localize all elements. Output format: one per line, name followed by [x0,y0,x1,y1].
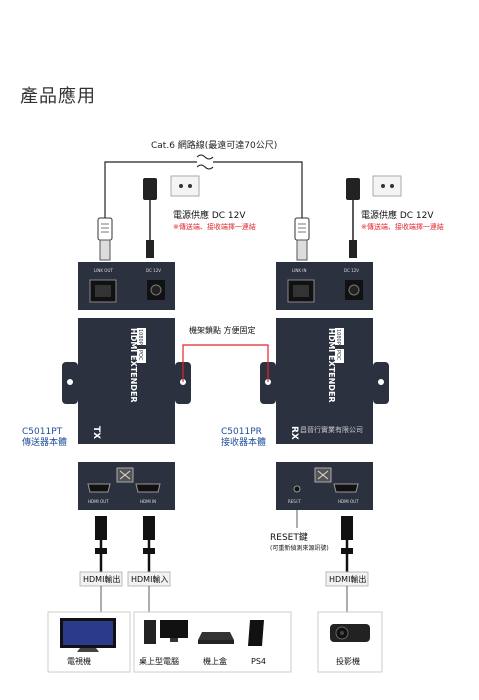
tx-model: C5011PT [22,427,63,437]
tx-badges: 1080P POC [137,328,146,363]
rx-port-reset: RESET [288,499,301,504]
reset-note: (可重新偵測來源訊號) [270,544,329,552]
pc-label: 桌上型電腦 [139,656,179,666]
rx-power-note: ※傳送端、接收端擇一連結 [361,222,444,231]
rack-mount-callout: 機架鎖點 方便固定 [182,325,269,382]
rx-brand-main: HDMI EXTENDER [327,328,336,403]
tx-side-mark: TX [91,426,101,439]
tx-brand-sub: 1080P [137,329,143,345]
tx-power-adapter: 電源供應 DC 12V ※傳送端、接收端擇一連結 [143,175,256,258]
set-top-box-icon [198,632,234,644]
rx-rj45-plug [294,217,310,261]
stb-label: 機上盒 [203,656,227,666]
tx-front-panel: HDMI OUT HDMI IN [78,462,175,510]
reset-label: RESET鍵 [270,531,308,543]
rx-power-label: 電源供應 DC 12V [361,209,434,221]
cat6-cable: Cat.6 網路線(最遠可達70公尺) [104,139,303,218]
rx-power-adapter: 電源供應 DC 12V ※傳送端、接收端擇一連結 [346,175,444,258]
rack-label: 機架鎖點 方便固定 [189,325,256,335]
rx-name: 接收器本體 [221,436,266,448]
rx-port-hdmi-out: HDMI OUT [338,499,359,504]
tx-rj45-plug [97,217,113,261]
tx-port-link-out: LINK OUT [94,268,113,273]
connector-tx-out-label: HDMI輸出 [83,574,120,584]
connector-rx-out: HDMI輸出 [325,571,369,587]
cable-label: Cat.6 網路線(最遠可達70公尺) [151,139,277,151]
projector-icon [330,624,370,642]
tv-icon [60,618,116,652]
tx-name: 傳送器本體 [22,436,67,448]
tx-power-note: ※傳送端、接收端擇一連結 [173,222,256,231]
pc-icon [144,620,188,644]
rx-port-dc: DC 12V [344,268,359,273]
rx-model: C5011PR [221,427,262,437]
rx-front-panel: RESET HDMI OUT [276,462,373,510]
tx-port-hdmi-out: HDMI OUT [88,499,109,504]
ps4-icon [248,620,264,646]
watermark: 昌晉行實業有限公司 [300,425,363,434]
tx-power-label: 電源供應 DC 12V [173,209,246,221]
tv-label: 電視機 [67,656,91,666]
projector-label: 投影機 [336,656,360,666]
rx-top-body: HDMI EXTENDER 1080P POC RX [260,318,389,444]
connector-tx-in-label: HDMI輸入 [131,574,168,584]
rx-brand-sub: 1080P [335,329,341,345]
tx-brand-main: HDMI EXTENDER [129,328,138,403]
tx-top-body: HDMI EXTENDER 1080P POC TX [62,318,191,444]
rx-badges: 1080P POC [335,328,344,363]
rx-back-panel: LINK IN DC 12V [276,262,373,310]
page-title: 產品應用 [20,86,96,107]
tx-port-dc: DC 12V [146,268,161,273]
reset-callout: RESET鍵 (可重新偵測來源訊號) [270,494,329,552]
tx-back-panel: LINK OUT DC 12V [78,262,175,310]
connector-rx-out-label: HDMI輸出 [329,574,366,584]
connector-tx-out: HDMI輸出 [79,571,123,587]
hdmi-cable-tx-out [95,516,107,572]
rx-port-link-in: LINK IN [292,268,306,273]
rx-brand-poc: POC [335,350,341,361]
tx-port-hdmi-in: HDMI IN [140,499,156,504]
hdmi-cable-tx-in [143,516,155,572]
ps4-label: PS4 [251,657,266,666]
connector-tx-in: HDMI輸入 [127,571,171,587]
hdmi-cable-rx-out [341,516,353,572]
rx-side-mark: RX [289,426,299,440]
tx-brand-poc: POC [137,350,143,361]
